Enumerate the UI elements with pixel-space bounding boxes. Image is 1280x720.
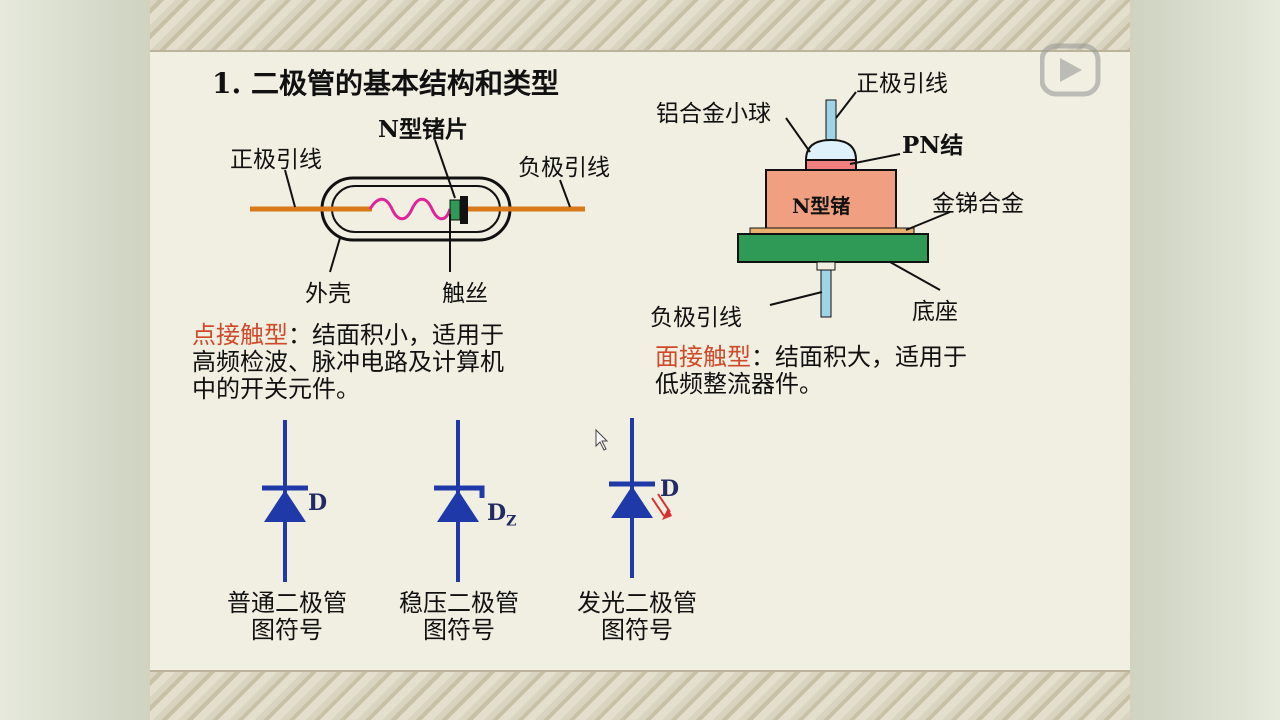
- junction-title: 面接触型: [655, 343, 751, 371]
- junction-description: 面接触型：结面积大，适用于 低频整流器件。: [655, 344, 967, 398]
- point-contact-description: 点接触型：结面积小，适用于 高频检波、脉冲电路及计算机 中的开关元件。: [192, 322, 504, 403]
- mouse-cursor-icon: [595, 428, 609, 451]
- label-pc-positive-lead: 正极引线: [230, 147, 322, 173]
- junction-diode-diagram: [737, 91, 951, 318]
- label-pn-junction: PN结: [902, 132, 964, 159]
- decorative-border-top: [150, 0, 1130, 52]
- point-contact-diode-diagram: [250, 139, 585, 273]
- slide: 1. 二极管的基本结构和类型 N型锗片 正极引线 负极引线 外壳 触丝 点接触型…: [150, 0, 1130, 720]
- point-contact-body: ：结面积小，适用于 高频检波、脉冲电路及计算机 中的开关元件。: [192, 321, 504, 403]
- designator-zener-letter: D: [487, 500, 507, 526]
- label-jn-positive-lead: 正极引线: [856, 71, 948, 97]
- caption-zener-diode: 稳压二极管 图符号: [399, 589, 519, 644]
- n-type-ge-block: [765, 169, 897, 231]
- caption-ordinary-diode: 普通二极管 图符号: [227, 589, 347, 644]
- label-n-type-chip: N型锗片: [378, 116, 469, 143]
- label-n-type-ge: N型锗: [792, 194, 851, 218]
- video-letterbox-right: [1130, 0, 1280, 720]
- label-gold-antimony: 金锑合金: [932, 191, 1024, 217]
- chip-holder: [460, 196, 468, 224]
- designator-led: D: [660, 476, 680, 502]
- point-contact-title: 点接触型: [192, 321, 288, 349]
- caption-led: 发光二极管 图符号: [577, 589, 697, 644]
- label-pc-negative-lead: 负极引线: [518, 155, 610, 181]
- junction-body: ：结面积大，适用于 低频整流器件。: [655, 343, 967, 398]
- decorative-border-bottom: [150, 670, 1130, 720]
- label-shell: 外壳: [305, 281, 351, 307]
- label-aluminum-ball: 铝合金小球: [656, 101, 771, 127]
- label-contact-wire: 触丝: [442, 281, 488, 307]
- n-type-ge-chip: [449, 199, 461, 221]
- diagram-canvas: [250, 91, 951, 582]
- aluminum-ball: [804, 138, 858, 161]
- designator-zener-subscript: Z: [506, 513, 517, 530]
- designator-zener: DZ: [487, 500, 516, 529]
- video-letterbox-left: [0, 0, 150, 720]
- slide-title: 1. 二极管的基本结构和类型: [212, 67, 559, 100]
- base-plate: [737, 233, 929, 263]
- watermark-logo-icon: [1040, 43, 1101, 97]
- contact-whisker-wire: [368, 197, 452, 221]
- label-base: 底座: [912, 299, 958, 325]
- symbol-led: [609, 418, 672, 578]
- symbol-ordinary-diode: [262, 420, 308, 582]
- designator-ordinary: D: [308, 490, 328, 516]
- symbol-zener-diode: [434, 420, 485, 582]
- label-jn-negative-lead: 负极引线: [650, 305, 742, 331]
